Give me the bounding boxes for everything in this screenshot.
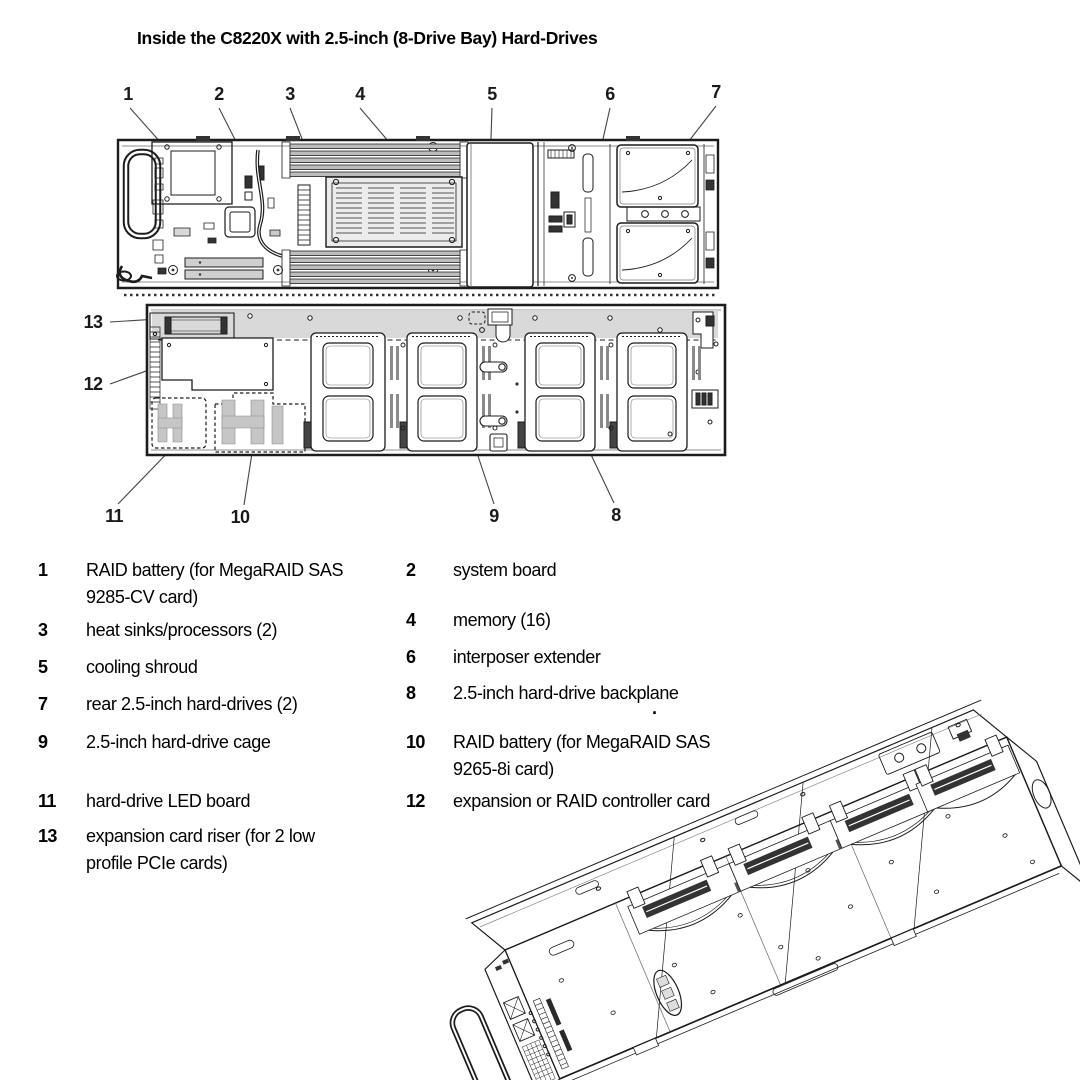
expansion-card-riser (150, 313, 234, 339)
cage-panel (518, 333, 595, 451)
rivets (557, 786, 1037, 1057)
cage-latches (480, 362, 507, 451)
release-handle (117, 152, 158, 282)
page-title: Inside the C8220X with 2.5-inch (8-Drive… (137, 28, 598, 48)
callout-5: 5 (487, 84, 497, 104)
drive-bracket (627, 207, 700, 221)
cpu-socket (225, 207, 255, 237)
vent-grid (522, 1040, 555, 1080)
hard-drive-led-board (152, 398, 206, 448)
drive-cage-panels (304, 333, 687, 451)
riser-ladder (150, 327, 160, 409)
rear-drive-top (617, 145, 698, 207)
side-oblong (548, 939, 575, 957)
side-oval-cutout (648, 966, 687, 1019)
board-components (174, 198, 280, 243)
callout-3: 3 (285, 84, 295, 104)
figure-isometric-sled (420, 698, 1080, 1080)
callout-10: 10 (230, 507, 250, 527)
callout-1: 1 (123, 84, 133, 104)
raid-battery (152, 142, 264, 204)
figure-sled-top-view: 1 2 3 4 5 6 7 (108, 80, 728, 302)
drive-connectors (622, 732, 1024, 945)
rj45-ports (504, 997, 535, 1042)
callout-7: 7 (711, 82, 721, 102)
dimm-bank-bottom (282, 250, 468, 286)
rear-drive-bottom (617, 223, 698, 283)
front-edge-components (153, 158, 166, 274)
callout-13: 13 (83, 312, 103, 332)
pcie-slots (185, 258, 263, 279)
callout-11: 11 (105, 506, 123, 526)
sled-handle (448, 1004, 513, 1080)
backplane-cable-plug (469, 309, 512, 342)
cage-screws (401, 343, 672, 436)
callout-9: 9 (489, 506, 499, 526)
bottom-rail (560, 866, 1065, 1080)
dimm-bank-top (282, 142, 468, 178)
stray-period: . (652, 698, 658, 718)
raid-battery-region (215, 393, 305, 452)
top-plate (878, 732, 940, 775)
heatsink (326, 177, 462, 247)
expansion-card (162, 338, 273, 390)
callout-4: 4 (355, 84, 365, 104)
vertical-connector (298, 185, 310, 245)
sas-connector (622, 849, 746, 945)
sas-connector (825, 763, 948, 859)
drive-connector-column (704, 144, 714, 284)
cage-panel (304, 333, 385, 451)
cage-panel (400, 333, 477, 451)
interposer-extender (538, 142, 610, 286)
sas-connector (910, 732, 1024, 822)
cooling-shroud (467, 143, 533, 287)
callout-6: 6 (605, 84, 615, 104)
callout-8: 8 (611, 505, 621, 525)
cage-panel (610, 333, 687, 451)
callout-2: 2 (214, 84, 224, 104)
front-io-details (525, 994, 573, 1072)
figure-drive-bay-view: 13 12 11 10 9 8 (70, 300, 740, 532)
callout-12: 12 (83, 374, 103, 394)
sas-connector (724, 806, 847, 902)
